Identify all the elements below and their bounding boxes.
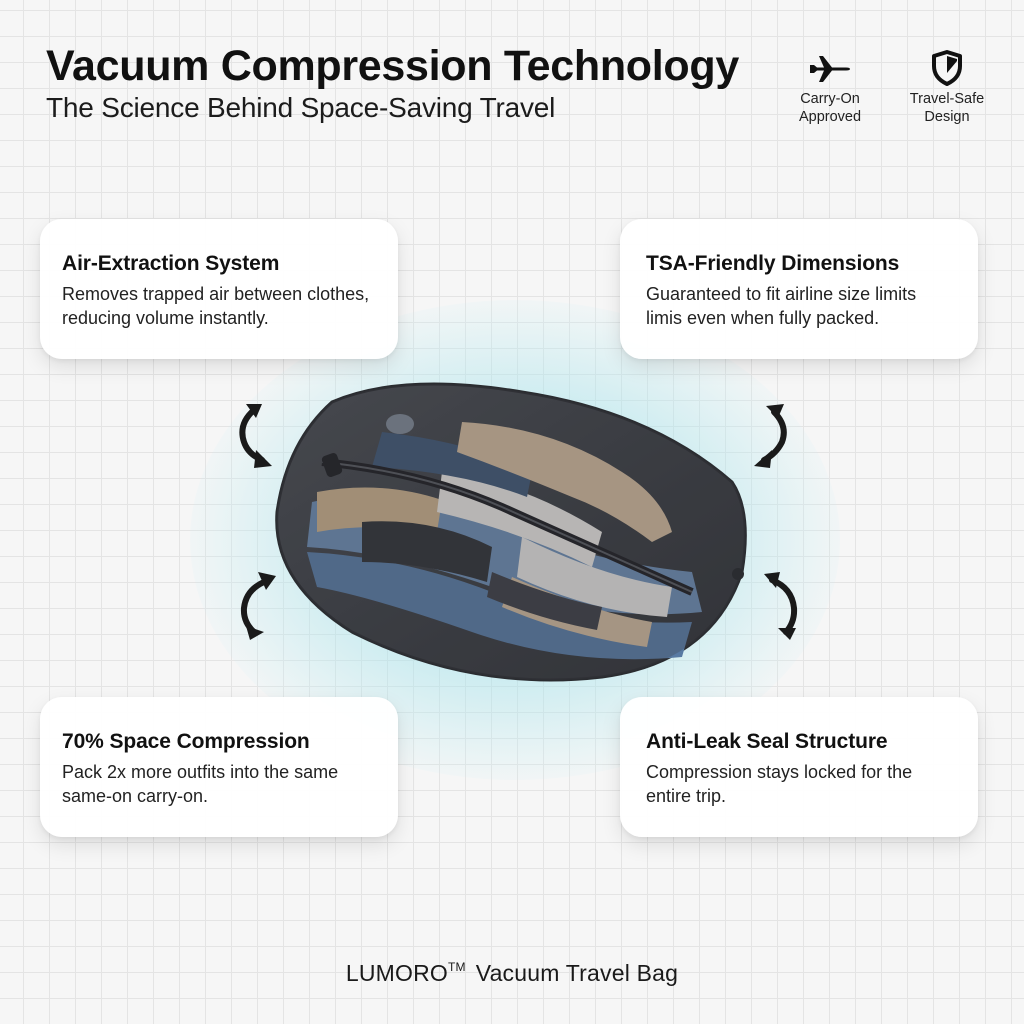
feature-card-space-compression: 70% Space Compression Pack 2x more outfi… xyxy=(40,697,398,837)
product-name: Vacuum Travel Bag xyxy=(475,960,679,986)
feature-description-line1: Compression stays locked for the xyxy=(646,762,913,782)
feature-description-line2: entire trip. xyxy=(646,786,727,806)
page-title: Vacuum Compression Technology xyxy=(46,42,739,90)
feature-title: Anti-Leak Seal Structure xyxy=(646,730,888,753)
badge-label-line2: Design xyxy=(924,109,970,125)
feature-title: 70% Space Compression xyxy=(62,730,310,753)
feature-description-line2: same-on carry-on. xyxy=(62,786,209,806)
feature-title: Air-Extraction System xyxy=(62,252,280,275)
product-name-footer: LUMOROTM Vacuum Travel Bag xyxy=(0,960,1024,987)
feature-title: TSA-Friendly Dimensions xyxy=(646,252,900,275)
feature-description-line1: Removes trapped air between clothes, xyxy=(62,284,370,304)
feature-description-line2: limis even when fully packed. xyxy=(646,308,880,328)
badge-label-line1: Travel-Safe xyxy=(909,91,985,107)
page-subtitle: The Science Behind Space-Saving Travel xyxy=(46,92,556,123)
shield-icon xyxy=(925,48,969,88)
feature-card-tsa-friendly: TSA-Friendly Dimensions Guaranteed to fi… xyxy=(620,219,978,359)
curved-arrow-icon xyxy=(764,572,798,640)
feature-description-line1: Pack 2x more outfits into the same xyxy=(62,762,339,782)
airplane-icon xyxy=(808,48,852,88)
badge-label-line2: Approved xyxy=(798,109,862,125)
trademark-symbol: TM xyxy=(448,960,466,974)
badge-carry-on: Carry-On Approved xyxy=(775,48,885,126)
feature-description-line1: Guaranteed to fit airline size limits xyxy=(646,284,917,304)
curved-arrow-icon xyxy=(239,404,272,468)
brand-name: LUMORO xyxy=(345,960,448,986)
badge-travel-safe: Travel-Safe Design xyxy=(892,48,1002,126)
feature-card-air-extraction: Air-Extraction System Removes trapped ai… xyxy=(40,219,398,359)
feature-card-anti-leak: Anti-Leak Seal Structure Compression sta… xyxy=(620,697,978,837)
curved-arrow-icon xyxy=(240,572,276,640)
badge-label-line1: Carry-On xyxy=(800,91,860,107)
curved-arrow-icon xyxy=(754,404,787,468)
vacuum-bag-image xyxy=(275,382,747,682)
feature-description-line2: reducing volume instantly. xyxy=(62,308,269,328)
